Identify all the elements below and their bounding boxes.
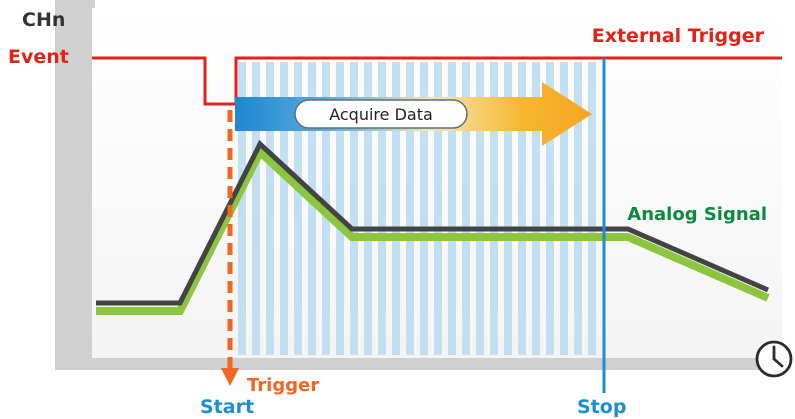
analog-signal-green xyxy=(96,145,770,315)
frame-bottom-bar xyxy=(55,355,770,370)
stop-label: Stop xyxy=(577,396,626,418)
trigger-arrowhead xyxy=(221,368,239,386)
event-signal-line xyxy=(92,56,782,106)
trigger-start-marker xyxy=(221,110,239,386)
acquisition-stripe xyxy=(266,62,274,355)
acquisition-stripe xyxy=(420,62,428,355)
acquisition-stripe xyxy=(252,62,260,355)
acquisition-stripe xyxy=(308,62,316,355)
acquisition-stripe xyxy=(238,62,246,355)
acquisition-stripe xyxy=(588,62,596,355)
analog-signal-dark xyxy=(96,139,769,306)
acquisition-stripe xyxy=(434,62,442,355)
analog-signal-label: Analog Signal xyxy=(627,204,767,225)
frame-left-bar xyxy=(55,0,95,370)
acquire-data-pill xyxy=(294,99,468,129)
acquisition-stripe xyxy=(364,62,372,355)
acquisition-stripe xyxy=(294,62,302,355)
acquisition-stripe xyxy=(490,62,498,355)
acquisition-stripe xyxy=(518,62,526,355)
external-trigger-label: External Trigger xyxy=(592,25,765,47)
acquisition-stripe xyxy=(574,62,582,355)
channel-label: CHn xyxy=(22,9,65,31)
acquisition-stripe xyxy=(504,62,512,355)
acquisition-stripe xyxy=(448,62,456,355)
acquisition-stripe xyxy=(462,62,470,355)
acquisition-stripe xyxy=(546,62,554,355)
clock-icon xyxy=(755,340,793,378)
acquisition-stripe xyxy=(406,62,414,355)
trigger-label: Trigger xyxy=(247,375,319,396)
acquisition-stripe xyxy=(336,62,344,355)
acquisition-stripe xyxy=(392,62,400,355)
start-label: Start xyxy=(200,396,254,418)
event-label: Event xyxy=(8,46,69,68)
acquisition-stripe xyxy=(532,62,540,355)
acquisition-stripe xyxy=(280,62,288,355)
acquisition-stripe xyxy=(350,62,358,355)
acquisition-stripe xyxy=(378,62,386,355)
acquisition-stripe xyxy=(560,62,568,355)
acquire-data-arrow: Acquire Data xyxy=(235,82,592,146)
analog-signal-waveform xyxy=(96,139,770,315)
acquire-data-label: Acquire Data xyxy=(329,105,433,124)
acquisition-stripe xyxy=(476,62,484,355)
